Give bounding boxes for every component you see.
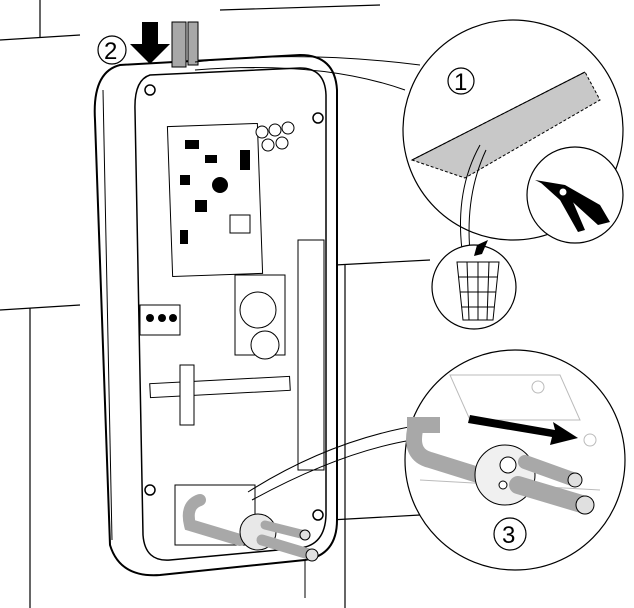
top-cable-entry: 2 xyxy=(97,21,199,68)
down-arrow-icon xyxy=(130,22,170,64)
charger-housing xyxy=(93,53,338,577)
step-1-label: 1 xyxy=(454,69,467,96)
insertion-arrow-icon xyxy=(468,415,578,445)
wall-outline xyxy=(0,0,431,608)
step-2-label: 2 xyxy=(104,38,117,65)
bottom-cables xyxy=(182,494,319,598)
side-cutter-pliers-icon xyxy=(526,146,624,244)
waste-bin-icon xyxy=(431,240,517,330)
detail-3-grommet: 3 xyxy=(404,349,626,571)
step-3-label: 3 xyxy=(502,522,515,549)
